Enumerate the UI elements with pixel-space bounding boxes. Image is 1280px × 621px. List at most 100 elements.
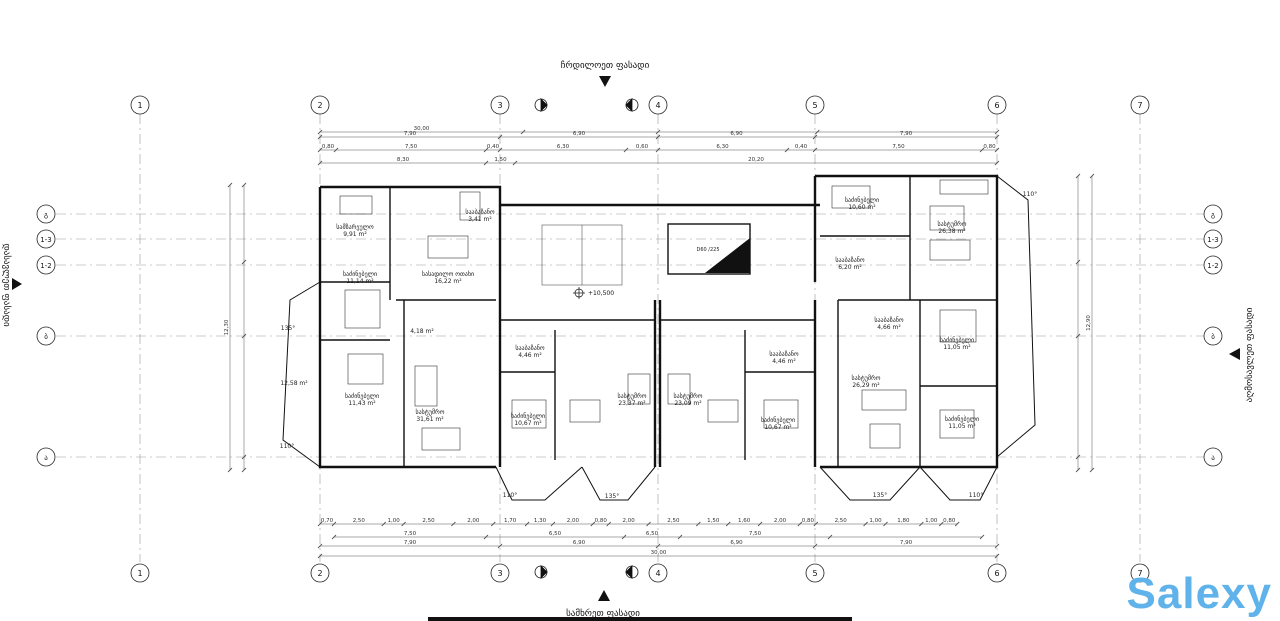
room-area: 31,61 m²: [416, 416, 444, 423]
dim-bottom-3: 6,90: [573, 540, 586, 546]
axis-col-label: 7: [1137, 569, 1142, 578]
room-area: 4,46 m²: [772, 358, 796, 365]
level-marker: +10,500: [573, 287, 614, 299]
dim-bottom-1: 2,00: [467, 518, 480, 524]
room-name: საძინებელი: [845, 197, 879, 204]
dim-top-2: 6,30: [557, 144, 570, 150]
dim-top-2: 0,40: [487, 144, 500, 150]
dim-bottom-1: 2,00: [567, 518, 580, 524]
dim-bottom-1: 2,50: [667, 518, 680, 524]
axis-bubble-row: [1203, 326, 1223, 346]
axis-col-label: 2: [317, 569, 322, 578]
dim-bottom-1: 1,30: [534, 518, 547, 524]
dim-top-2: 0,80: [322, 144, 335, 150]
room-name: სასადილო ოთახი: [422, 271, 474, 278]
axis-bubble-col: [648, 563, 668, 583]
dim-bottom-2: 7,50: [749, 531, 762, 537]
bottom-edge-bar: [428, 617, 852, 621]
room-name: საძინებელი: [940, 337, 974, 344]
axis-col-label: 6: [994, 101, 999, 110]
dim-top-2: 7,50: [405, 144, 418, 150]
dim-bottom-1: 1,00: [869, 518, 882, 524]
room-area: 23,09 m²: [674, 400, 702, 407]
dim-top-2: 0,80: [983, 144, 996, 150]
axis-bubble-col: [1130, 95, 1150, 115]
axis-col-label: 4: [655, 569, 660, 578]
axis-bubble-row: [1203, 447, 1223, 467]
axis-bubble-row: [36, 255, 56, 275]
room-name: საძინებელი: [511, 413, 545, 420]
room-area: 26,29 m²: [852, 382, 880, 389]
room-area: 12,58 m²: [280, 380, 308, 387]
room-name: სასტუმრო: [937, 221, 966, 228]
room-area: 11,05 m²: [948, 423, 976, 430]
dim-total-top: 30,00: [414, 126, 430, 132]
room-area: 10,60 m²: [848, 204, 876, 211]
dim-bottom-1: 1,60: [738, 518, 751, 524]
dim-top-3: 20,20: [748, 157, 764, 163]
watermark: Salexy: [1126, 569, 1272, 618]
axis-bubble-row: [1203, 229, 1223, 249]
axis-col-label: 2: [317, 101, 322, 110]
level-label: +10,500: [588, 290, 614, 297]
room-area: 23,37 m²: [618, 400, 646, 407]
room-area: 10,67 m²: [764, 424, 792, 431]
room-name: სასტუმრო: [617, 393, 646, 400]
dim-top-1: 7,90: [404, 131, 417, 137]
dim-bottom-1: 1,00: [388, 518, 401, 524]
dim-bottom-1: 2,50: [422, 518, 435, 524]
section-marker-icon: [534, 98, 639, 579]
dim-top-1: 6,90: [730, 131, 743, 137]
axis-bubble-col: [310, 563, 330, 583]
axis-col-label: 3: [497, 569, 502, 578]
axis-bubble-col: [648, 95, 668, 115]
room-name: საძინებელი: [761, 417, 795, 424]
dim-bottom-1: 0,70: [321, 518, 334, 524]
room-area: 4,18 m²: [410, 328, 434, 335]
axis-col-label: 3: [497, 101, 502, 110]
room-area: 6,20 m²: [838, 264, 862, 271]
angle-label: 135°: [873, 492, 887, 499]
room-name: სააბაზანო: [835, 257, 865, 264]
angle-label: 110°: [1023, 191, 1037, 198]
dim-bottom-1: 2,00: [774, 518, 787, 524]
south-arrow-icon: [598, 590, 610, 601]
axis-col-label: 6: [994, 569, 999, 578]
dim-bottom-3: 6,90: [730, 540, 743, 546]
dim-bottom-3: 7,90: [404, 540, 417, 546]
dim-bottom-1: 1,00: [925, 518, 938, 524]
facade-west-label: დასავლეთ ფასადი: [1, 243, 12, 327]
axis-bubble-col: [490, 563, 510, 583]
axis-bubble-col: [805, 563, 825, 583]
dim-bottom-2: 6,50: [549, 531, 562, 537]
axis-row-label: გ: [44, 211, 48, 219]
staircase: [541, 224, 623, 286]
axis-bubble-col: [310, 95, 330, 115]
room-area: 11,05 m²: [943, 344, 971, 351]
axis-bubble-col: [987, 95, 1007, 115]
room-name: სააბაზანო: [769, 351, 799, 358]
dim-bottom-2: 6,50: [646, 531, 659, 537]
dim-bottom-1: 0,80: [595, 518, 608, 524]
axis-row-label: 1-2: [40, 262, 51, 270]
dim-bottom-1: 1,70: [504, 518, 517, 524]
room-area: 11,43 m²: [348, 400, 376, 407]
dim-bottom-2: 7,50: [404, 531, 417, 537]
angle-label: 135°: [605, 493, 619, 500]
room-area: 3,41 m²: [468, 216, 492, 223]
dim-bottom-1: 0,80: [943, 518, 956, 524]
axis-col-label: 7: [1137, 101, 1142, 110]
axis-row-label: ბ: [44, 333, 48, 341]
dim-top-2: 0,40: [795, 144, 808, 150]
facade-north-label: ჩრდილოეთ ფასადი: [561, 60, 650, 71]
dim-top-2: 7,50: [892, 144, 905, 150]
room-name: სასტუმრო: [415, 409, 444, 416]
axis-row-label: 1-3: [40, 236, 51, 244]
room-name: სასტუმრო: [673, 393, 702, 400]
room-name: საძინებელი: [345, 393, 379, 400]
dim-bottom-1: 1,80: [897, 518, 910, 524]
axis-col-label: 1: [137, 569, 142, 578]
axis-row-label: გ: [1211, 211, 1215, 219]
axis-col-label: 5: [812, 569, 817, 578]
dim-top-3: 1,50: [494, 157, 507, 163]
